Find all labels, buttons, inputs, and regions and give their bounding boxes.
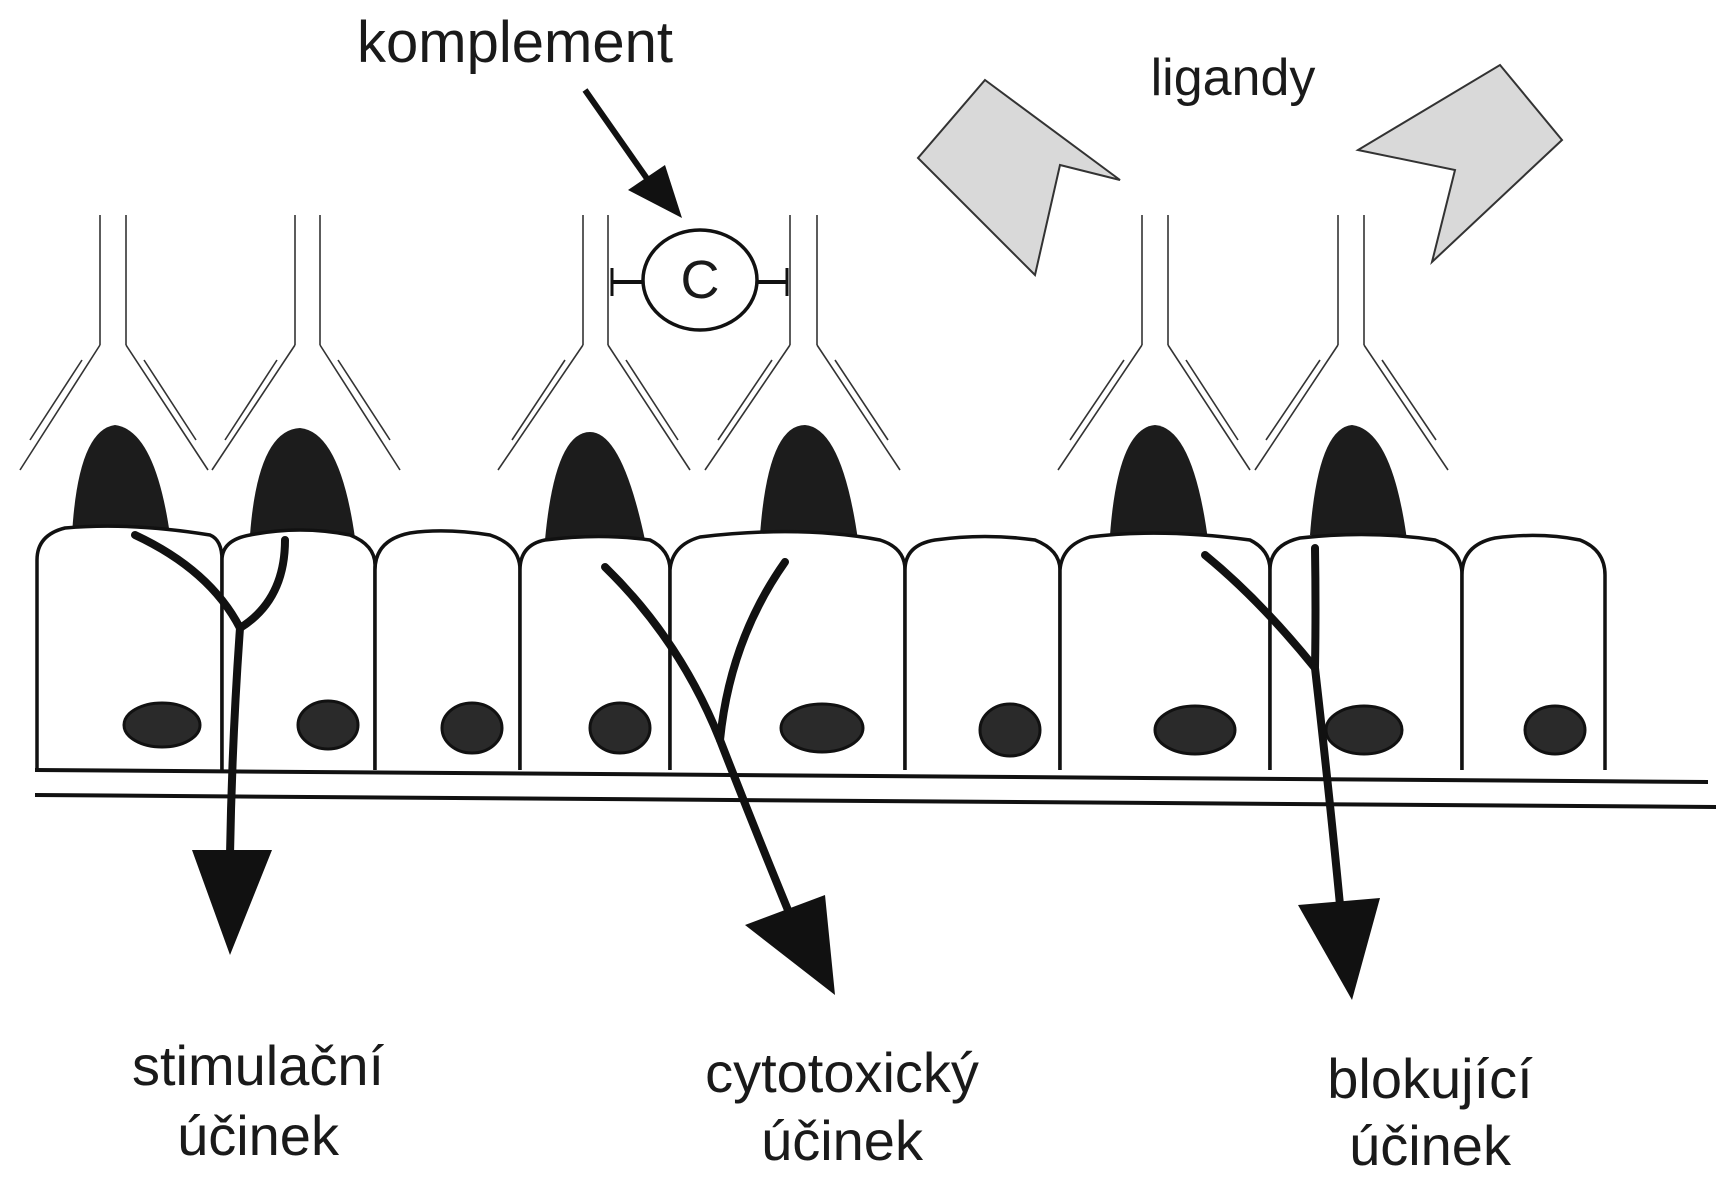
blocking-effect-label-1: blokující [1327,1047,1533,1110]
receptor-4 [760,425,858,540]
nucleus-5 [781,704,863,752]
receptor-3 [545,432,645,540]
blocking-effect-label-2: účinek [1349,1114,1512,1177]
receptor-5 [1110,425,1208,540]
nucleus-9 [1525,706,1585,754]
nucleus-2 [298,701,358,749]
ligands-label: ligandy [1151,49,1316,107]
nucleus-4 [590,703,650,753]
receptor-2 [250,428,355,538]
ligand-left [918,80,1120,275]
complement-label: komplement [357,10,673,75]
nucleus-7 [1155,706,1235,754]
receptor-1 [72,425,170,535]
complement-component: C [612,230,787,330]
stimulating-effect-label-2: účinek [177,1104,340,1167]
nucleus-6 [980,704,1040,756]
ligand-right [1358,65,1562,262]
nucleus-1 [124,703,200,747]
receptors [72,425,1407,540]
cytotoxic-effect-label-2: účinek [761,1109,924,1172]
complement-arrow [585,90,682,218]
basement-membrane [35,770,1716,807]
receptor-6 [1310,425,1407,540]
nucleus-3 [442,703,502,753]
cytotoxic-effect-label-1: cytotoxický [705,1041,979,1104]
complement-symbol: C [681,250,720,310]
stimulating-effect-label-1: stimulační [132,1034,385,1097]
nucleus-8 [1326,706,1402,754]
